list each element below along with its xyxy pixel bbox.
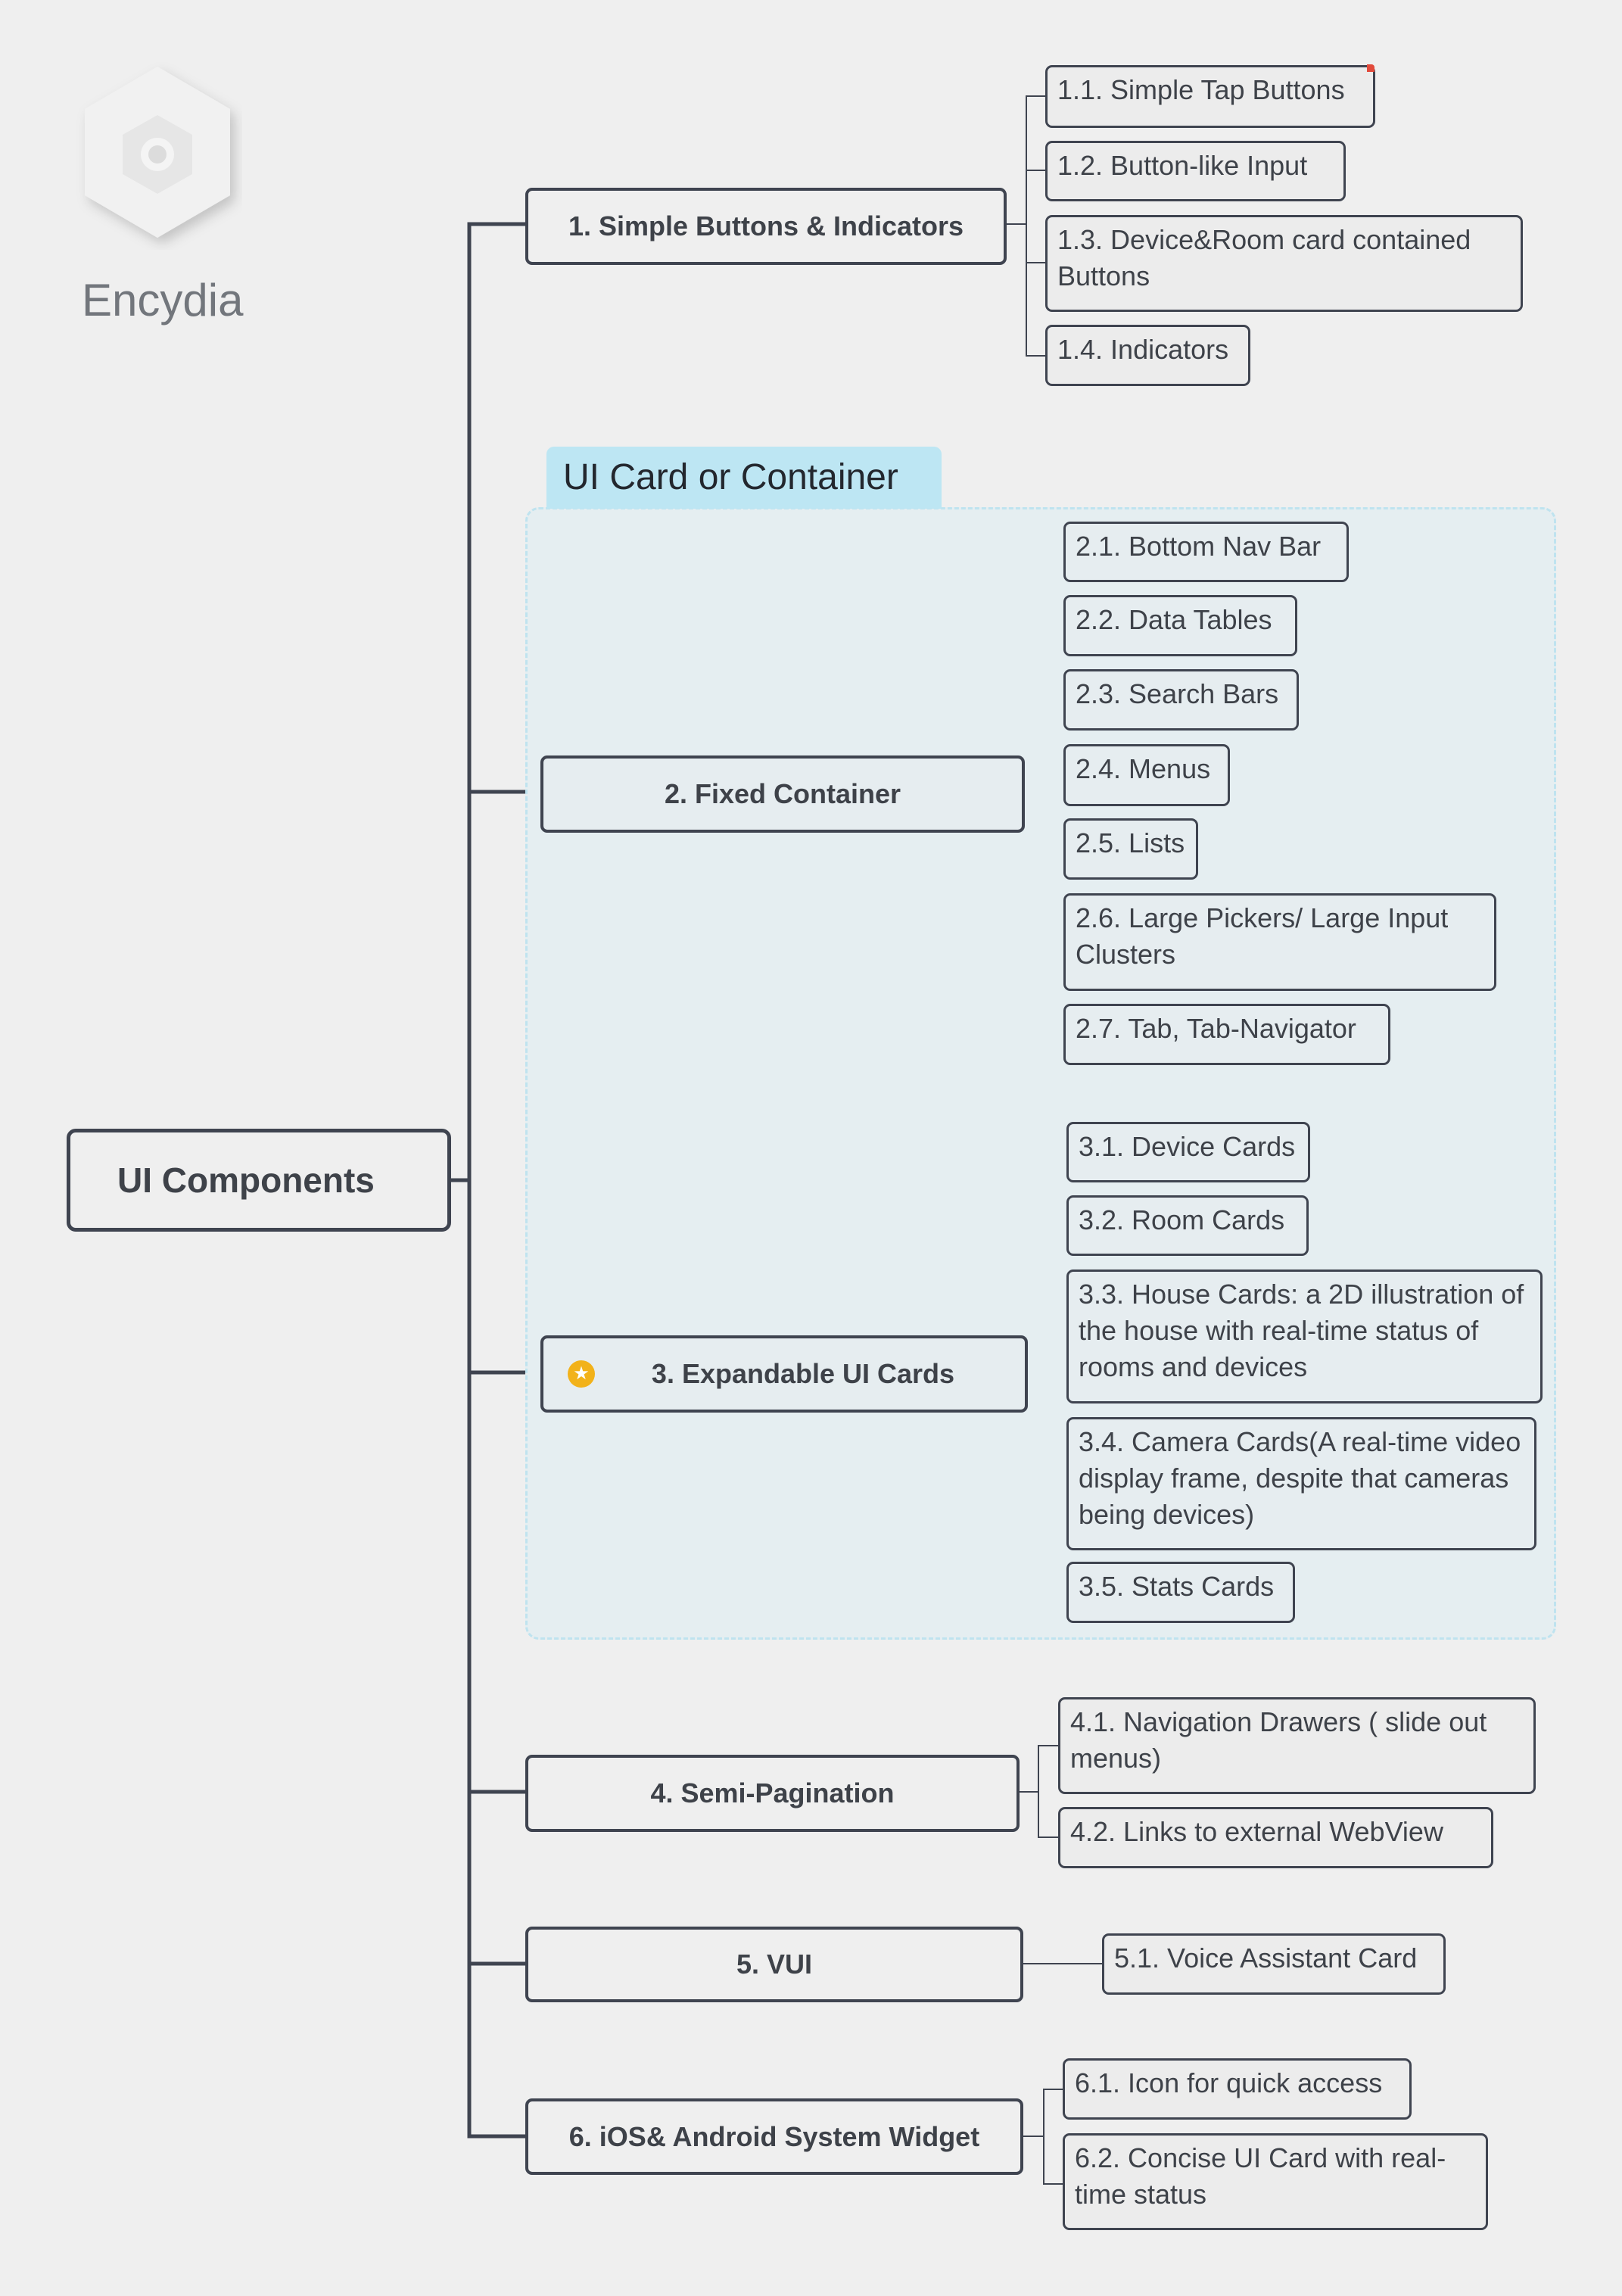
leaf-node[interactable]: 3.5. Stats Cards bbox=[1066, 1562, 1295, 1623]
leaf-node[interactable]: 2.6. Large Pickers/ Large Input Clusters bbox=[1063, 893, 1496, 991]
leaf-node[interactable]: 3.3. House Cards: a 2D illustration of t… bbox=[1066, 1269, 1543, 1403]
branch-label: 1. Simple Buttons & Indicators bbox=[568, 210, 964, 241]
leaf-node[interactable]: 3.2. Room Cards bbox=[1066, 1195, 1309, 1256]
branch-node[interactable]: ★ 3. Expandable UI Cards bbox=[540, 1335, 1028, 1413]
branch-label: 3. Expandable UI Cards bbox=[651, 1358, 955, 1389]
branch-node[interactable]: 1. Simple Buttons & Indicators bbox=[525, 188, 1007, 265]
leaf-node[interactable]: 6.1. Icon for quick access bbox=[1063, 2058, 1412, 2120]
branch-label: 6. iOS& Android System Widget bbox=[568, 2120, 980, 2152]
branch-node[interactable]: 6. iOS& Android System Widget bbox=[525, 2098, 1023, 2175]
flag-icon bbox=[1367, 64, 1374, 72]
star-icon: ★ bbox=[568, 1360, 595, 1388]
leaf-node[interactable]: 3.4. Camera Cards(A real-time video disp… bbox=[1066, 1417, 1536, 1550]
leaf-node[interactable]: 6.2. Concise UI Card with real-time stat… bbox=[1063, 2133, 1488, 2230]
root-node[interactable]: UI Components bbox=[67, 1129, 451, 1232]
leaf-node[interactable]: 4.2. Links to external WebView bbox=[1058, 1807, 1493, 1868]
branch-label: 4. Semi-Pagination bbox=[650, 1777, 895, 1808]
brand-name: Encydia bbox=[82, 275, 244, 326]
leaf-node[interactable]: 3.1. Device Cards bbox=[1066, 1122, 1310, 1182]
leaf-node[interactable]: 2.7. Tab, Tab-Navigator bbox=[1063, 1004, 1390, 1065]
root-label: UI Components bbox=[117, 1160, 375, 1200]
branch-node[interactable]: 4. Semi-Pagination bbox=[525, 1755, 1020, 1832]
leaf-node[interactable]: 1.4. Indicators bbox=[1045, 325, 1250, 386]
branch-node[interactable]: 5. VUI bbox=[525, 1927, 1023, 2002]
leaf-node[interactable]: 1.2. Button-like Input bbox=[1045, 141, 1346, 201]
leaf-node[interactable]: 4.1. Navigation Drawers ( slide out menu… bbox=[1058, 1697, 1536, 1794]
leaf-node[interactable]: 2.4. Menus bbox=[1063, 744, 1230, 806]
leaf-node[interactable]: 2.5. Lists bbox=[1063, 818, 1198, 880]
branch-label: 5. VUI bbox=[736, 1949, 813, 1980]
encydia-logo-icon bbox=[73, 61, 242, 250]
group-label: UI Card or Container bbox=[546, 447, 942, 509]
leaf-node[interactable]: 2.2. Data Tables bbox=[1063, 595, 1297, 656]
leaf-node[interactable]: 2.1. Bottom Nav Bar bbox=[1063, 522, 1349, 582]
branch-node[interactable]: 2. Fixed Container bbox=[540, 755, 1025, 833]
leaf-node[interactable]: 1.1. Simple Tap Buttons bbox=[1045, 65, 1375, 128]
branch-label: 2. Fixed Container bbox=[664, 778, 901, 809]
leaf-node[interactable]: 5.1. Voice Assistant Card bbox=[1102, 1933, 1446, 1995]
leaf-node[interactable]: 2.3. Search Bars bbox=[1063, 669, 1299, 731]
leaf-node[interactable]: 1.3. Device&Room card contained Buttons bbox=[1045, 215, 1523, 312]
